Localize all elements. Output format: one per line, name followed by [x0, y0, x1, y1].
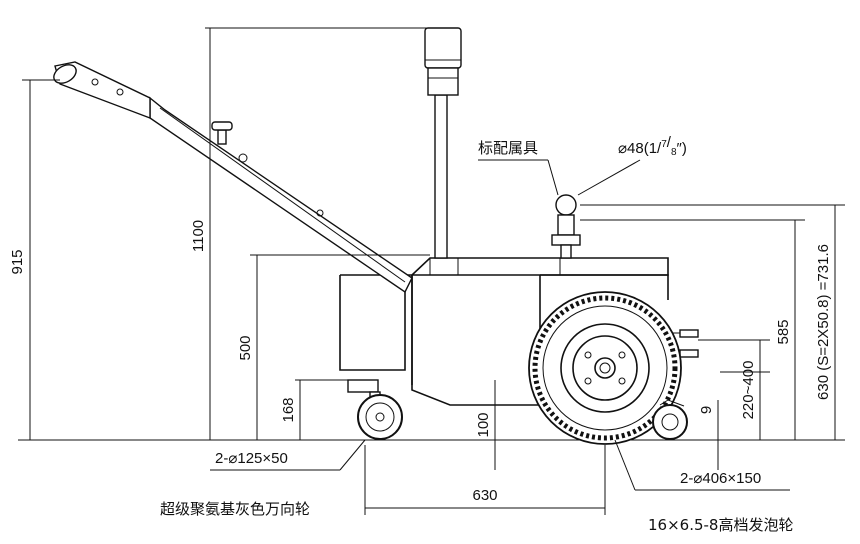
dim-100: 100	[475, 412, 492, 437]
dim-915: 915	[9, 249, 26, 274]
tug-body	[339, 27, 699, 406]
dim-1100: 1100	[190, 220, 207, 252]
wheel-desc-label: 16×6.5-8高档发泡轮	[648, 516, 793, 534]
drive-wheel	[528, 291, 682, 445]
caster-spec-label: 2-⌀125×50	[215, 450, 288, 467]
dimension-lines	[22, 27, 845, 515]
wheel-spec-label: 2-⌀406×150	[680, 470, 761, 487]
front-small-wheel	[652, 399, 688, 440]
ball-diameter-label: ⌀48(1/7/8″)	[618, 134, 687, 158]
dim-168: 168	[280, 397, 297, 422]
dim-500: 500	[237, 335, 254, 360]
caster-wheel	[347, 379, 403, 440]
handle-arm	[53, 61, 413, 294]
standard-attachment-label: 标配属具	[478, 139, 538, 157]
dim-630-coupler: 630 (S=2X50.8) =731.6	[815, 244, 832, 400]
dim-220-400: 220~400	[740, 361, 757, 420]
dim-630-wheelbase: 630	[472, 487, 497, 504]
caster-desc-label: 超级聚氨基灰色万向轮	[160, 500, 310, 518]
dim-585: 585	[775, 319, 792, 344]
dim-9: 9	[698, 406, 715, 414]
